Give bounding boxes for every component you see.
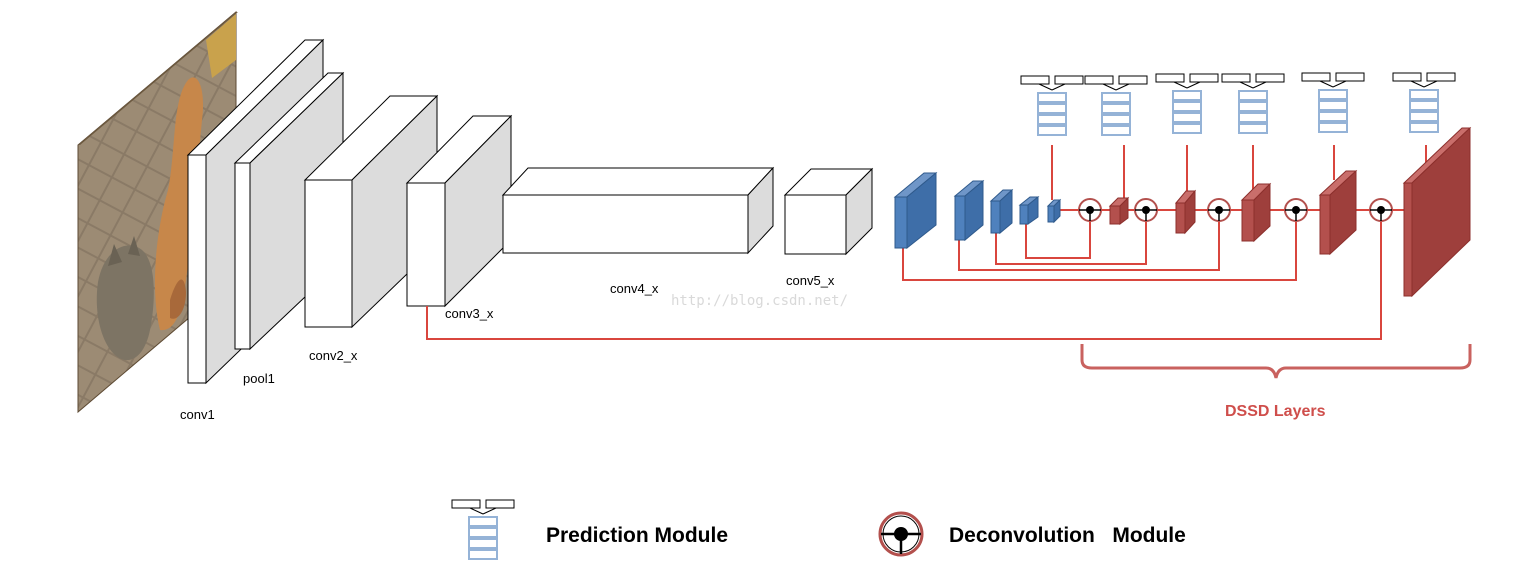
deconvolution-module-icon <box>1369 198 1393 222</box>
red-block-3 <box>1240 182 1272 243</box>
label-dssd-layers: DSSD Layers <box>1225 403 1326 420</box>
conv2-block <box>303 94 439 329</box>
red-block-2 <box>1174 189 1197 235</box>
dssd-brace <box>1080 344 1472 379</box>
label-conv4: conv4_x <box>610 281 659 296</box>
label-pool1: pool1 <box>243 371 275 386</box>
dog-shape <box>154 77 204 331</box>
blue-feature-maps <box>893 171 1062 250</box>
blue-block-1 <box>893 171 938 250</box>
prediction-module-icon <box>451 499 515 560</box>
deconv-modules <box>1078 198 1393 222</box>
prediction-module-icon <box>1301 72 1365 133</box>
deconvolution-module-icon <box>878 511 924 557</box>
prediction-module-icon <box>1020 75 1084 136</box>
prediction-module-icon <box>1155 73 1219 134</box>
label-conv5: conv5_x <box>786 273 835 288</box>
legend-deconvolution-label: Deconvolution Module <box>949 524 1186 547</box>
prediction-modules <box>1020 72 1456 136</box>
legend: Prediction Module Deconvolution Module <box>451 499 1186 560</box>
blue-block-5 <box>1046 198 1062 224</box>
label-conv3: conv3_x <box>445 306 494 321</box>
blue-block-2 <box>953 179 985 242</box>
prediction-module-icon <box>1221 73 1285 134</box>
conv3-block <box>405 114 513 308</box>
label-conv2: conv2_x <box>309 348 358 363</box>
deconvolution-module-icon <box>1134 198 1158 222</box>
label-conv1: conv1 <box>180 407 215 422</box>
conv5-block <box>783 167 874 256</box>
conv4-block <box>501 166 775 255</box>
prediction-module-icon <box>1084 75 1148 136</box>
watermark: http://blog.csdn.net/ <box>671 293 848 309</box>
red-feature-maps <box>1108 126 1472 298</box>
red-block-5 <box>1402 126 1472 298</box>
deconvolution-module-icon <box>1284 198 1308 222</box>
legend-prediction-label: Prediction Module <box>546 524 728 547</box>
cat-shape <box>96 245 154 361</box>
prediction-module-icon <box>1392 72 1456 133</box>
red-block-4 <box>1318 169 1358 256</box>
blue-block-4 <box>1018 195 1040 225</box>
deconvolution-module-icon <box>1078 198 1102 222</box>
input-image <box>77 10 238 414</box>
blue-block-3 <box>989 188 1014 235</box>
deconvolution-module-icon <box>1207 198 1231 222</box>
red-block-1 <box>1108 196 1130 225</box>
